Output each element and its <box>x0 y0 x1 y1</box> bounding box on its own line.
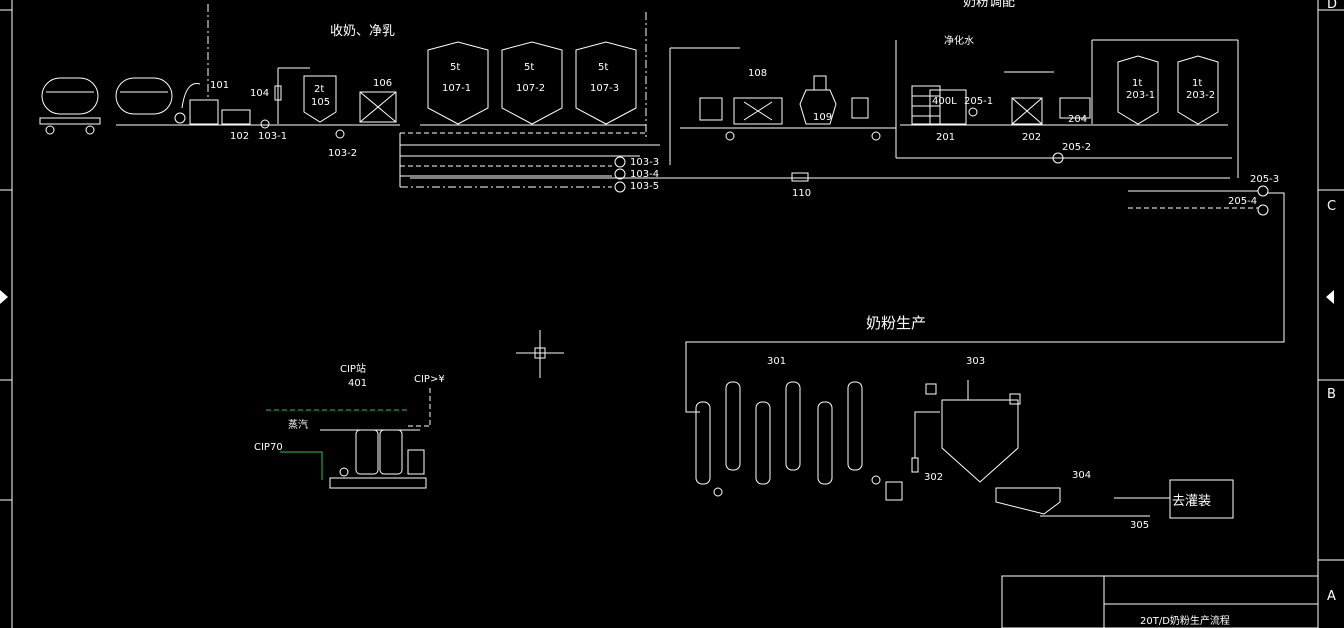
spray-dryer-303: 303 <box>925 356 1021 483</box>
equipment-302: 302 <box>871 411 943 501</box>
to-filling-label: 去灌装 <box>1172 494 1211 509</box>
svg-text:204: 204 <box>1068 114 1087 125</box>
svg-text:305: 305 <box>1130 520 1149 531</box>
svg-text:203-1: 203-1 <box>1126 90 1155 101</box>
svg-text:205-4: 205-4 <box>1228 196 1257 207</box>
cip-in-label: CIP70 <box>254 442 283 453</box>
cip-station-label: CIP站 <box>340 362 366 375</box>
tank-203-1: 1t 203-1 <box>1117 55 1159 125</box>
pump-103-1: 103-1 <box>258 119 287 142</box>
pump-205-3: 205-3 <box>1128 174 1279 197</box>
drawing-title: 20T/D奶粉生产流程 <box>1140 614 1230 627</box>
pump-205-1: 205-1 <box>964 96 993 117</box>
cip-return-label: CIP>¥ <box>414 374 445 385</box>
svg-text:103-1: 103-1 <box>258 131 287 142</box>
separator-106: 106 <box>359 78 397 123</box>
svg-text:107-3: 107-3 <box>590 83 619 94</box>
svg-text:205-3: 205-3 <box>1250 174 1279 185</box>
svg-text:302: 302 <box>924 472 943 483</box>
svg-text:203-2: 203-2 <box>1186 90 1215 101</box>
heat-exchanger-108: 108 <box>669 47 783 165</box>
border-zone-labels: D C B A <box>1327 0 1337 604</box>
mixing-tank-201: 400L 201 <box>911 85 967 143</box>
to-filling-box: 去灌装 <box>1169 479 1234 519</box>
fluid-bed-304: 304 <box>995 470 1091 515</box>
zone-label-a: A <box>1327 589 1336 604</box>
svg-text:103-3: 103-3 <box>630 157 659 168</box>
cip-tanks <box>320 429 427 489</box>
equipment-204: 204 <box>1059 97 1091 125</box>
svg-text:400L: 400L <box>932 96 957 107</box>
svg-text:5t: 5t <box>524 62 534 73</box>
svg-text:103-4: 103-4 <box>630 169 659 180</box>
milk-tanker-1 <box>39 77 101 135</box>
storage-tank-107-2: 5t 107-2 <box>501 41 563 125</box>
svg-text:101: 101 <box>210 80 229 91</box>
equipment-109: 109 <box>799 75 881 141</box>
svg-text:102: 102 <box>230 131 249 142</box>
svg-text:304: 304 <box>1072 470 1091 481</box>
svg-text:1t: 1t <box>1132 78 1142 89</box>
zone-label-c: C <box>1327 199 1336 214</box>
filter-104: 104 <box>250 67 310 124</box>
svg-text:201: 201 <box>936 132 955 143</box>
svg-text:103-5: 103-5 <box>630 181 659 192</box>
zone-label-d: D <box>1327 0 1337 12</box>
pump-205-4: 205-4 <box>1128 196 1269 216</box>
equipment-110: 110 <box>410 172 1230 199</box>
purified-water-label: 净化水 <box>944 34 974 47</box>
milk-tanker-2 <box>115 77 186 124</box>
svg-text:205-2: 205-2 <box>1062 142 1091 153</box>
section-title-receiving: 收奶、净乳 <box>330 24 395 39</box>
pump-205-2: 205-2 <box>1052 142 1091 164</box>
equipment-101: 101 <box>181 80 229 125</box>
svg-text:301: 301 <box>767 356 786 367</box>
svg-text:104: 104 <box>250 88 269 99</box>
cad-crosshair-cursor <box>516 330 564 378</box>
steam-label: 蒸汽 <box>288 418 308 431</box>
svg-text:303: 303 <box>966 356 985 367</box>
svg-text:103-2: 103-2 <box>328 148 357 159</box>
cip-header-lines: 103-3 103-4 103-5 <box>399 132 660 193</box>
svg-text:110: 110 <box>792 188 811 199</box>
zone-label-b: B <box>1327 387 1336 402</box>
svg-text:2t: 2t <box>314 84 324 95</box>
section-title-blending: 奶粉调配 <box>963 0 1015 10</box>
title-block: 20T/D奶粉生产流程 <box>1001 575 1319 628</box>
svg-text:108: 108 <box>748 68 767 79</box>
cip-station-number: 401 <box>348 378 367 389</box>
svg-text:5t: 5t <box>450 62 460 73</box>
svg-text:105: 105 <box>311 97 330 108</box>
pump-103-2: 103-2 <box>328 129 357 159</box>
conveyor-305: 305 <box>1040 515 1150 531</box>
tank-105: 2t 105 <box>303 75 337 123</box>
storage-tank-107-3: 5t 107-3 <box>575 41 637 125</box>
svg-text:5t: 5t <box>598 62 608 73</box>
evaporator-301: 301 <box>695 356 863 497</box>
equipment-202: 202 <box>1004 71 1054 143</box>
svg-text:1t: 1t <box>1192 78 1202 89</box>
equipment-102: 102 <box>221 109 251 142</box>
svg-text:106: 106 <box>373 78 392 89</box>
svg-text:109: 109 <box>813 112 832 123</box>
section-title-powder: 奶粉生产 <box>866 314 926 332</box>
svg-text:107-2: 107-2 <box>516 83 545 94</box>
tank-203-2: 1t 203-2 <box>1177 55 1219 125</box>
svg-text:107-1: 107-1 <box>442 83 471 94</box>
svg-text:205-1: 205-1 <box>964 96 993 107</box>
storage-tank-107-1: 5t 107-1 <box>427 41 489 125</box>
svg-text:202: 202 <box>1022 132 1041 143</box>
